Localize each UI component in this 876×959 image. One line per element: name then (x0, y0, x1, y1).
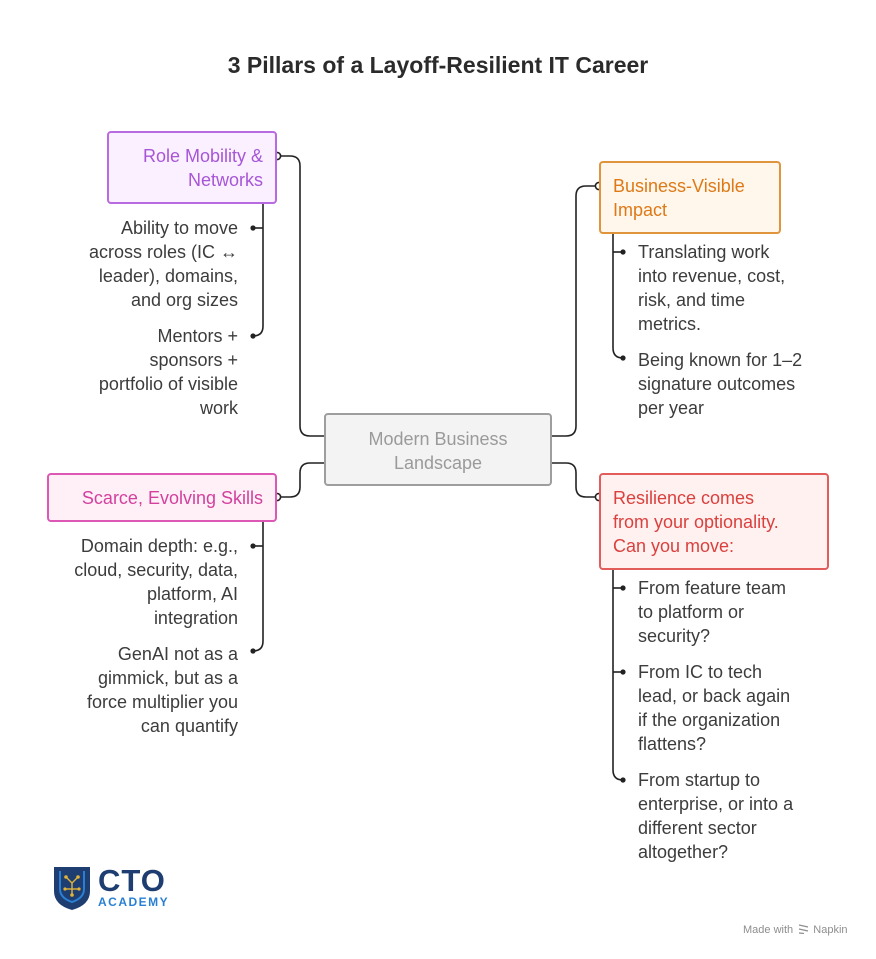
item-line: Domain depth: e.g., (80, 536, 238, 556)
pillar-title-line: Resilience comes (613, 488, 755, 508)
pillar-title-line: Can you move: (613, 536, 735, 556)
item-line: integration (153, 608, 238, 628)
item-line: Translating work (638, 242, 770, 262)
logo-subtitle: ACADEMY (98, 895, 170, 909)
scarce-item-2: GenAI not as a gimmick, but as a force m… (87, 642, 238, 738)
pillar-title-line: Scarce, Evolving Skills (81, 488, 263, 508)
item-line: Mentors + (157, 326, 238, 346)
role-item-2: Mentors + sponsors + portfolio of visibl… (99, 324, 238, 420)
item-line: risk, and time (638, 290, 746, 310)
diagram-title: 3 Pillars of a Layoff-Resilient IT Caree… (227, 52, 649, 78)
center-line: Landscape (393, 453, 483, 473)
pillar-business-impact: Business-Visible Impact (599, 161, 781, 234)
cto-academy-logo: CTO ACADEMY (52, 864, 192, 912)
item-line: security? (638, 626, 711, 646)
bracket-role (252, 204, 264, 337)
item-line: and org sizes (130, 290, 238, 310)
pillar-title-line: Impact (613, 200, 668, 220)
item-line: portfolio of visible (98, 374, 238, 394)
business-item-2: Being known for 1–2 signature outcomes p… (638, 348, 802, 420)
item-line: across roles (IC ↔ (88, 242, 238, 262)
item-line: gimmick, but as a (97, 668, 238, 688)
center-line: Modern Business (368, 429, 508, 449)
connector-center-scarce (277, 462, 324, 498)
pillar-title-line: from your optionality. (613, 512, 779, 532)
resilience-item-3: From startup to enterprise, or into a di… (638, 768, 793, 864)
item-line: platform, AI (146, 584, 238, 604)
item-line: can quantify (140, 716, 238, 736)
connector-center-role (277, 155, 324, 437)
scarce-item-1: Domain depth: e.g., cloud, security, dat… (74, 534, 238, 630)
item-line: sponsors + (149, 350, 238, 370)
item-line: enterprise, or into a (638, 794, 794, 814)
bracket-resilience (612, 570, 624, 781)
item-line: different sector (638, 818, 757, 838)
center-node: Modern Business Landscape (324, 413, 552, 486)
item-line: leader), domains, (98, 266, 238, 286)
item-line: Being known for 1–2 (638, 350, 803, 370)
pillar-title-line: Business-Visible (613, 176, 745, 196)
connector-center-business (552, 185, 599, 437)
pillar-resilience: Resilience comes from your optionality. … (599, 473, 829, 570)
logo-name: CTO (98, 863, 166, 898)
item-line: metrics. (638, 314, 701, 334)
pillar-title-line: Networks (187, 170, 263, 190)
item-line: signature outcomes (638, 374, 796, 394)
item-line: cloud, security, data, (74, 560, 238, 580)
item-line: per year (638, 398, 705, 418)
watermark-brand: Napkin (813, 924, 848, 936)
item-line: into revenue, cost, (638, 266, 786, 286)
item-line: From feature team (638, 578, 787, 598)
item-line: work (199, 398, 238, 418)
pillar-scarce-skills: Scarce, Evolving Skills (47, 473, 277, 522)
item-line: From IC to tech (638, 662, 763, 682)
item-line: From startup to (638, 770, 761, 790)
business-item-1: Translating work into revenue, cost, ris… (638, 240, 785, 336)
bracket-scarce (252, 522, 264, 652)
item-line: altogether? (638, 842, 729, 862)
connector-center-resilience (552, 462, 599, 498)
pillar-title-line: Role Mobility & (142, 146, 263, 166)
watermark-text: Made with (743, 924, 794, 936)
pillar-role-mobility: Role Mobility & Networks (107, 131, 277, 204)
role-item-1: Ability to move across roles (IC ↔ leade… (89, 216, 238, 312)
item-line: to platform or (638, 602, 745, 622)
shield-circuit-icon (54, 867, 90, 910)
item-line: flattens? (638, 734, 707, 754)
resilience-item-2: From IC to tech lead, or back again if t… (638, 660, 790, 756)
resilience-item-1: From feature team to platform or securit… (638, 576, 786, 648)
napkin-logo-icon (799, 924, 809, 935)
item-line: if the organization (638, 710, 781, 730)
item-line: lead, or back again (638, 686, 791, 706)
item-line: GenAI not as a (117, 644, 238, 664)
item-line: force multiplier you (86, 692, 238, 712)
made-with-napkin: Made with Napkin (743, 924, 848, 936)
item-line: Ability to move (120, 218, 238, 238)
